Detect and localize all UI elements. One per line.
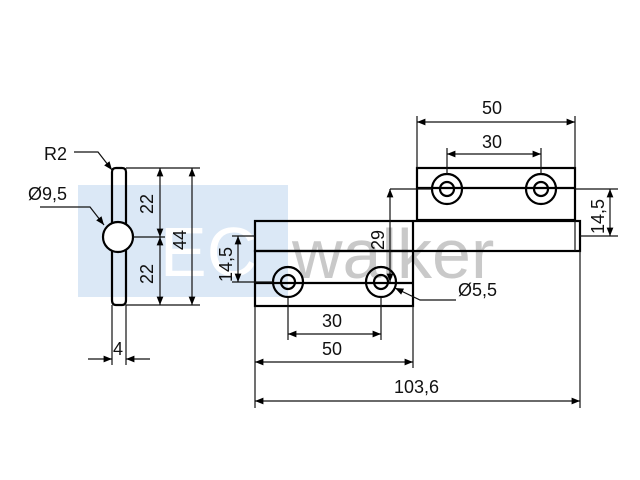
side-view xyxy=(40,151,200,365)
lower-hole-right-inner xyxy=(372,273,390,291)
dim-top-hole-spacing: 30 xyxy=(482,132,502,152)
lower-leaf xyxy=(253,249,415,308)
watermark-text-ec: EC xyxy=(160,213,257,291)
dim-pin-diameter: Ø9,5 xyxy=(28,184,67,204)
side-view-plate xyxy=(110,166,128,307)
dim-half-height-bottom: 22 xyxy=(137,264,157,284)
dim-top-leaf-width: 50 xyxy=(482,98,502,118)
front-view xyxy=(232,116,618,408)
upper-hole-right-inner xyxy=(532,180,550,198)
dim-right-offset: 14,5 xyxy=(588,199,608,234)
dim-vertical-29: 29 xyxy=(368,230,388,250)
dim-hole-diameter: Ø5,5 xyxy=(458,280,497,300)
dim-total-height: 44 xyxy=(170,230,190,250)
dim-half-height-top: 22 xyxy=(137,194,157,214)
dim-radius: R2 xyxy=(44,144,67,164)
dim-thickness: 4 xyxy=(113,339,123,359)
dim-left-offset: 14,5 xyxy=(216,247,236,282)
dim-bottom-hole-spacing: 30 xyxy=(322,311,342,331)
lower-hole-left-inner xyxy=(279,273,297,291)
upper-hole-left-inner xyxy=(438,180,456,198)
dim-overall-length: 103,6 xyxy=(394,377,439,397)
pin-circle xyxy=(101,220,135,254)
dim-bottom-leaf-width: 50 xyxy=(322,339,342,359)
